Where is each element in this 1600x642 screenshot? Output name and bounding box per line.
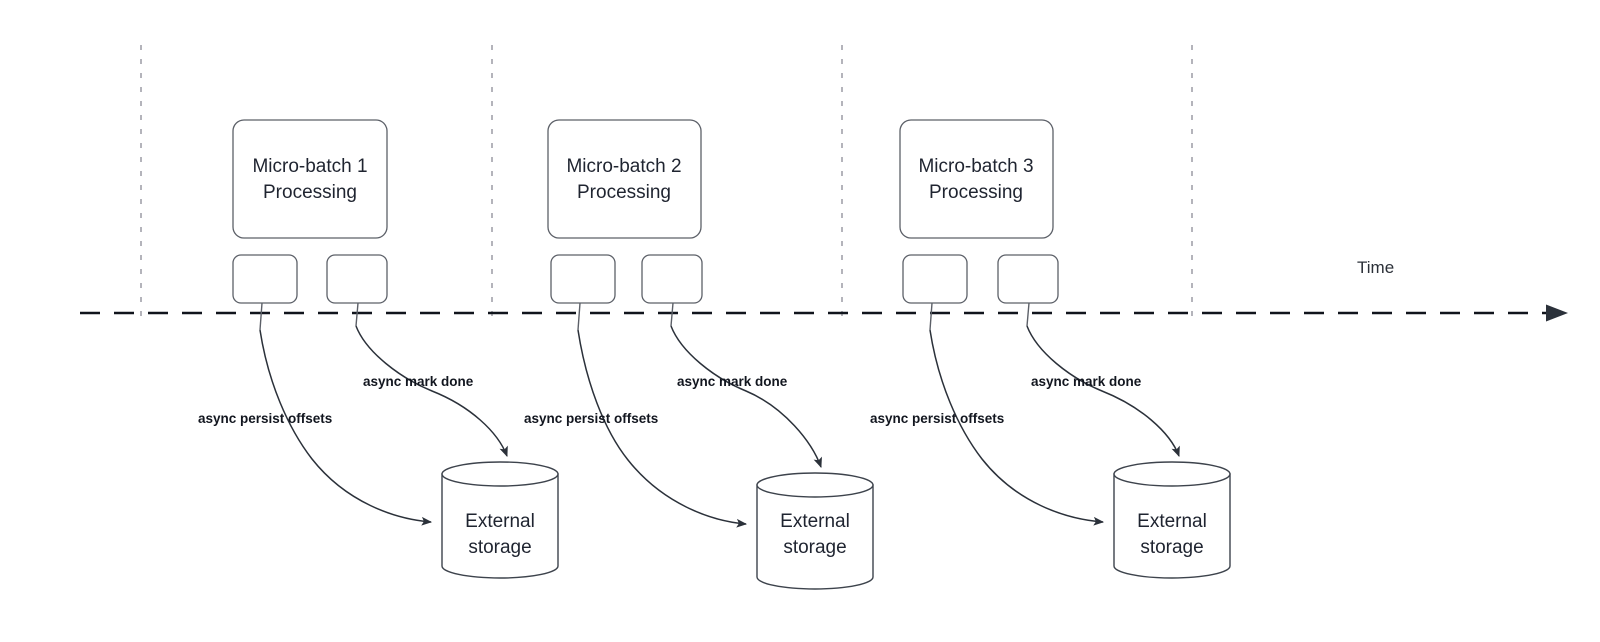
micro-batch-2-label-line2: Processing [577,182,671,203]
async-mark-done-label-2: async mark done [677,374,788,389]
external-storage-2-label-line2: storage [783,537,846,558]
external-storage-3-label-line2: storage [1140,537,1203,558]
async-mark-done-arrow-1 [355,325,508,457]
external-storage-cylinder-1[interactable]: External storage [441,461,559,579]
async-persist-offsets-arrow-2 [577,329,748,528]
cylinder-body-1 [441,473,559,579]
persist-offsets-stem-3 [929,302,933,331]
external-storage-1-label-line1: External [465,511,535,532]
micro-batch-1-box[interactable] [232,119,388,239]
time-axis [80,304,1568,322]
mark-done-stem-2 [670,302,674,327]
async-persist-offsets-arrow-3 [929,329,1105,526]
async-mark-done-arrow-2 [670,325,822,468]
micro-batch-3-label-line2: Processing [929,182,1023,203]
mark-done-task-box-2[interactable] [641,254,703,304]
async-persist-offsets-arrow-1 [259,329,433,526]
micro-batch-3-box[interactable] [899,119,1054,239]
micro-batch-2-box[interactable] [547,119,702,239]
micro-batch-2-label-line1: Micro-batch 2 [566,156,681,177]
time-axis-arrowhead [1546,304,1568,322]
persist-offsets-stem-2 [577,302,581,331]
async-mark-done-label-1: async mark done [363,374,474,389]
micro-batch-group-3: Micro-batch 3 Processing External storag… [870,119,1231,579]
persist-offsets-task-box-3[interactable] [902,254,968,304]
micro-batch-1-label-line2: Processing [263,182,357,203]
cylinder-top-3 [1113,461,1231,487]
external-storage-2-label-line1: External [780,511,850,532]
mark-done-task-box-1[interactable] [326,254,388,304]
mark-done-stem-1 [355,302,359,327]
cylinder-body-3 [1113,473,1231,579]
async-persist-offsets-label-3: async persist offsets [870,411,1004,426]
cylinder-top-1 [441,461,559,487]
persist-offsets-task-box-1[interactable] [232,254,298,304]
external-storage-cylinder-2[interactable]: External storage [756,472,874,590]
mark-done-task-box-3[interactable] [997,254,1059,304]
mark-done-stem-3 [1026,302,1030,327]
external-storage-cylinder-3[interactable]: External storage [1113,461,1231,579]
async-mark-done-label-3: async mark done [1031,374,1142,389]
async-mark-done-arrow-3 [1026,325,1180,457]
time-axis-label: Time [1357,258,1394,277]
async-persist-offsets-label-1: async persist offsets [198,411,332,426]
external-storage-3-label-line1: External [1137,511,1207,532]
micro-batch-group-2: Micro-batch 2 Processing External storag… [524,119,874,590]
micro-batch-3-label-line1: Micro-batch 3 [918,156,1033,177]
cylinder-top-2 [756,472,874,498]
persist-offsets-stem-1 [259,302,263,331]
micro-batch-1-label-line1: Micro-batch 1 [252,156,367,177]
micro-batch-group-1: Micro-batch 1 Processing External storag… [198,119,559,579]
external-storage-1-label-line2: storage [468,537,531,558]
time-guides [140,45,1193,318]
cylinder-body-2 [756,484,874,590]
async-persist-offsets-label-2: async persist offsets [524,411,658,426]
persist-offsets-task-box-2[interactable] [550,254,616,304]
